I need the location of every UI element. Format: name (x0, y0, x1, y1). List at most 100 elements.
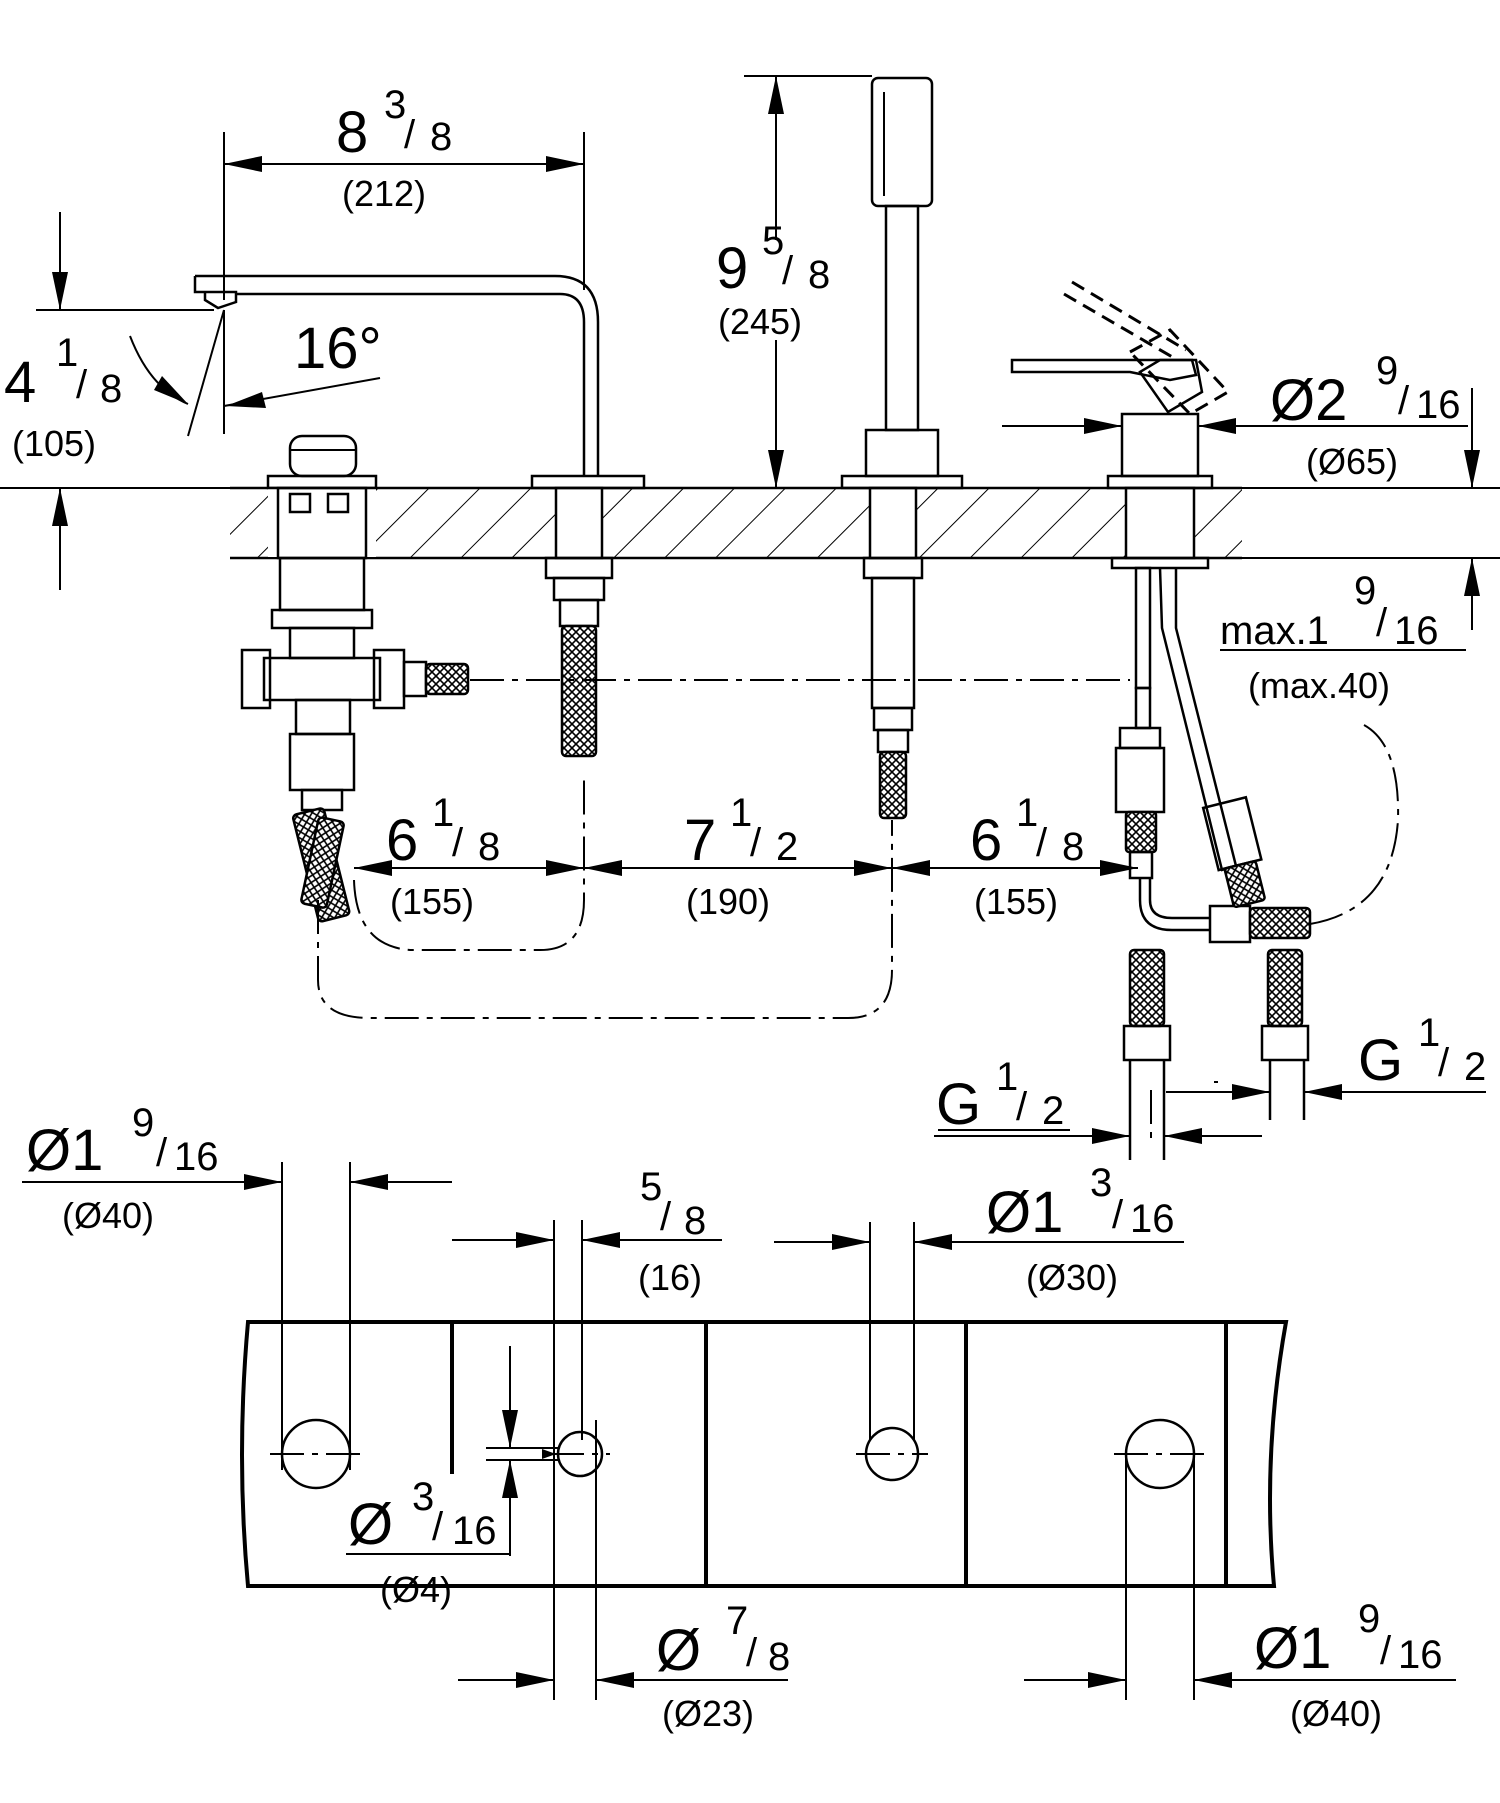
svg-text:7: 7 (726, 1599, 748, 1643)
label-max-deck-thickness: max.1 9 / 16 (max.40) (1220, 569, 1439, 706)
svg-text:/: / (432, 1505, 444, 1549)
svg-text:Ø2: Ø2 (1270, 368, 1347, 433)
svg-text:4: 4 (4, 350, 36, 415)
svg-text:/: / (452, 821, 464, 865)
svg-text:/: / (156, 1131, 168, 1175)
svg-text:(155): (155) (974, 881, 1058, 922)
svg-text:(Ø40): (Ø40) (62, 1195, 154, 1236)
hole-plan (22, 1162, 1456, 1700)
svg-text:8: 8 (336, 100, 368, 165)
svg-text:16: 16 (1398, 1633, 1443, 1677)
svg-text:2: 2 (1042, 1089, 1064, 1133)
svg-text:/: / (746, 1631, 758, 1675)
svg-text:16: 16 (1416, 383, 1461, 427)
svg-text:9: 9 (1354, 569, 1376, 613)
svg-text:7: 7 (684, 808, 716, 873)
svg-text:9: 9 (1376, 349, 1398, 393)
label-spacing-right: 6 1 / 8 (155) (970, 791, 1084, 922)
svg-text:(190): (190) (686, 881, 770, 922)
label-hole-right: Ø1 9 / 16 (Ø40) (1254, 1597, 1443, 1734)
svg-text:Ø1: Ø1 (26, 1118, 103, 1183)
label-thread-left: G 1 / 2 (936, 1055, 1064, 1137)
label-lever-diameter: Ø2 9 / 16 (Ø65) (1270, 349, 1461, 482)
label-hole-popup: Ø 7 / 8 (Ø23) (656, 1599, 790, 1734)
svg-text:8: 8 (100, 367, 122, 411)
svg-text:8: 8 (1062, 825, 1084, 869)
svg-text:(105): (105) (12, 423, 96, 464)
label-hole-left: Ø1 9 / 16 (Ø40) (26, 1101, 219, 1236)
svg-text:9: 9 (1358, 1597, 1380, 1641)
svg-text:6: 6 (386, 808, 418, 873)
svg-text:(155): (155) (390, 881, 474, 922)
svg-text:Ø: Ø (348, 1492, 393, 1557)
label-spacing-left: 6 1 / 8 (155) (386, 791, 500, 922)
svg-text:/: / (782, 249, 794, 293)
label-hole-pin: Ø 3 / 16 (Ø4) (348, 1475, 497, 1610)
svg-text:1: 1 (432, 791, 454, 835)
svg-text:8: 8 (808, 253, 830, 297)
dimension-lines-top (0, 75, 1500, 1144)
svg-text:max.1: max.1 (1220, 609, 1329, 653)
svg-text:/: / (1112, 1193, 1124, 1237)
svg-text:8: 8 (768, 1635, 790, 1679)
svg-text:G: G (936, 1072, 981, 1137)
svg-text:(212): (212) (342, 173, 426, 214)
svg-text:8: 8 (684, 1199, 706, 1243)
label-handshower-height: 9 5 / 8 (245) (716, 219, 830, 342)
svg-text:/: / (1036, 821, 1048, 865)
svg-text:/: / (1438, 1041, 1450, 1085)
svg-text:(Ø30): (Ø30) (1026, 1257, 1118, 1298)
svg-text:(Ø23): (Ø23) (662, 1693, 754, 1734)
handshower (840, 76, 964, 820)
svg-text:3: 3 (1090, 1161, 1112, 1205)
label-spout-reach: 8 3 / 8 (212) (336, 83, 452, 214)
svg-text:16: 16 (174, 1135, 219, 1179)
label-spacing-center: 7 1 / 2 (190) (684, 791, 798, 922)
center-lines (317, 679, 1400, 1140)
label-spout-angle: 16° (294, 316, 382, 381)
svg-text:/: / (660, 1195, 672, 1239)
svg-text:Ø1: Ø1 (986, 1180, 1063, 1245)
svg-text:(Ø40): (Ø40) (1290, 1693, 1382, 1734)
svg-text:3: 3 (384, 83, 406, 127)
svg-text:5: 5 (640, 1165, 662, 1209)
svg-text:/: / (404, 113, 416, 157)
svg-text:16: 16 (452, 1509, 497, 1553)
valve-body (240, 434, 470, 923)
svg-text:/: / (750, 821, 762, 865)
label-spout-height: 4 1 / 8 (105) (4, 331, 122, 464)
svg-text:(max.40): (max.40) (1248, 665, 1390, 706)
svg-text:/: / (1380, 1629, 1392, 1673)
svg-text:(Ø4): (Ø4) (380, 1569, 452, 1610)
svg-text:(16): (16) (638, 1257, 702, 1298)
svg-text:16: 16 (1130, 1197, 1175, 1241)
svg-text:8: 8 (430, 115, 452, 159)
svg-text:5: 5 (762, 219, 784, 263)
deck-section (230, 486, 1242, 560)
svg-text:1: 1 (730, 791, 752, 835)
svg-text:1: 1 (1016, 791, 1038, 835)
svg-text:Ø1: Ø1 (1254, 1616, 1331, 1681)
svg-text:G: G (1358, 1028, 1403, 1093)
svg-text:9: 9 (132, 1101, 154, 1145)
svg-text:1: 1 (56, 331, 78, 375)
label-hole-small-spacing: 5 / 8 (16) (638, 1165, 706, 1298)
svg-text:1: 1 (996, 1055, 1018, 1099)
svg-text:/: / (1376, 601, 1388, 645)
svg-text:6: 6 (970, 808, 1002, 873)
svg-text:16: 16 (1394, 609, 1439, 653)
label-thread-right: G 1 / 2 (1358, 1011, 1486, 1093)
svg-text:(Ø65): (Ø65) (1306, 441, 1398, 482)
svg-text:2: 2 (1464, 1045, 1486, 1089)
label-hole-handshower: Ø1 3 / 16 (Ø30) (986, 1161, 1175, 1298)
svg-text:(245): (245) (718, 301, 802, 342)
svg-text:/: / (1398, 379, 1410, 423)
svg-text:1: 1 (1418, 1011, 1440, 1055)
mixer-lever (1010, 280, 1312, 1160)
svg-text:Ø: Ø (656, 1618, 701, 1683)
svg-text:9: 9 (716, 236, 748, 301)
spout (193, 274, 646, 758)
svg-text:8: 8 (478, 825, 500, 869)
